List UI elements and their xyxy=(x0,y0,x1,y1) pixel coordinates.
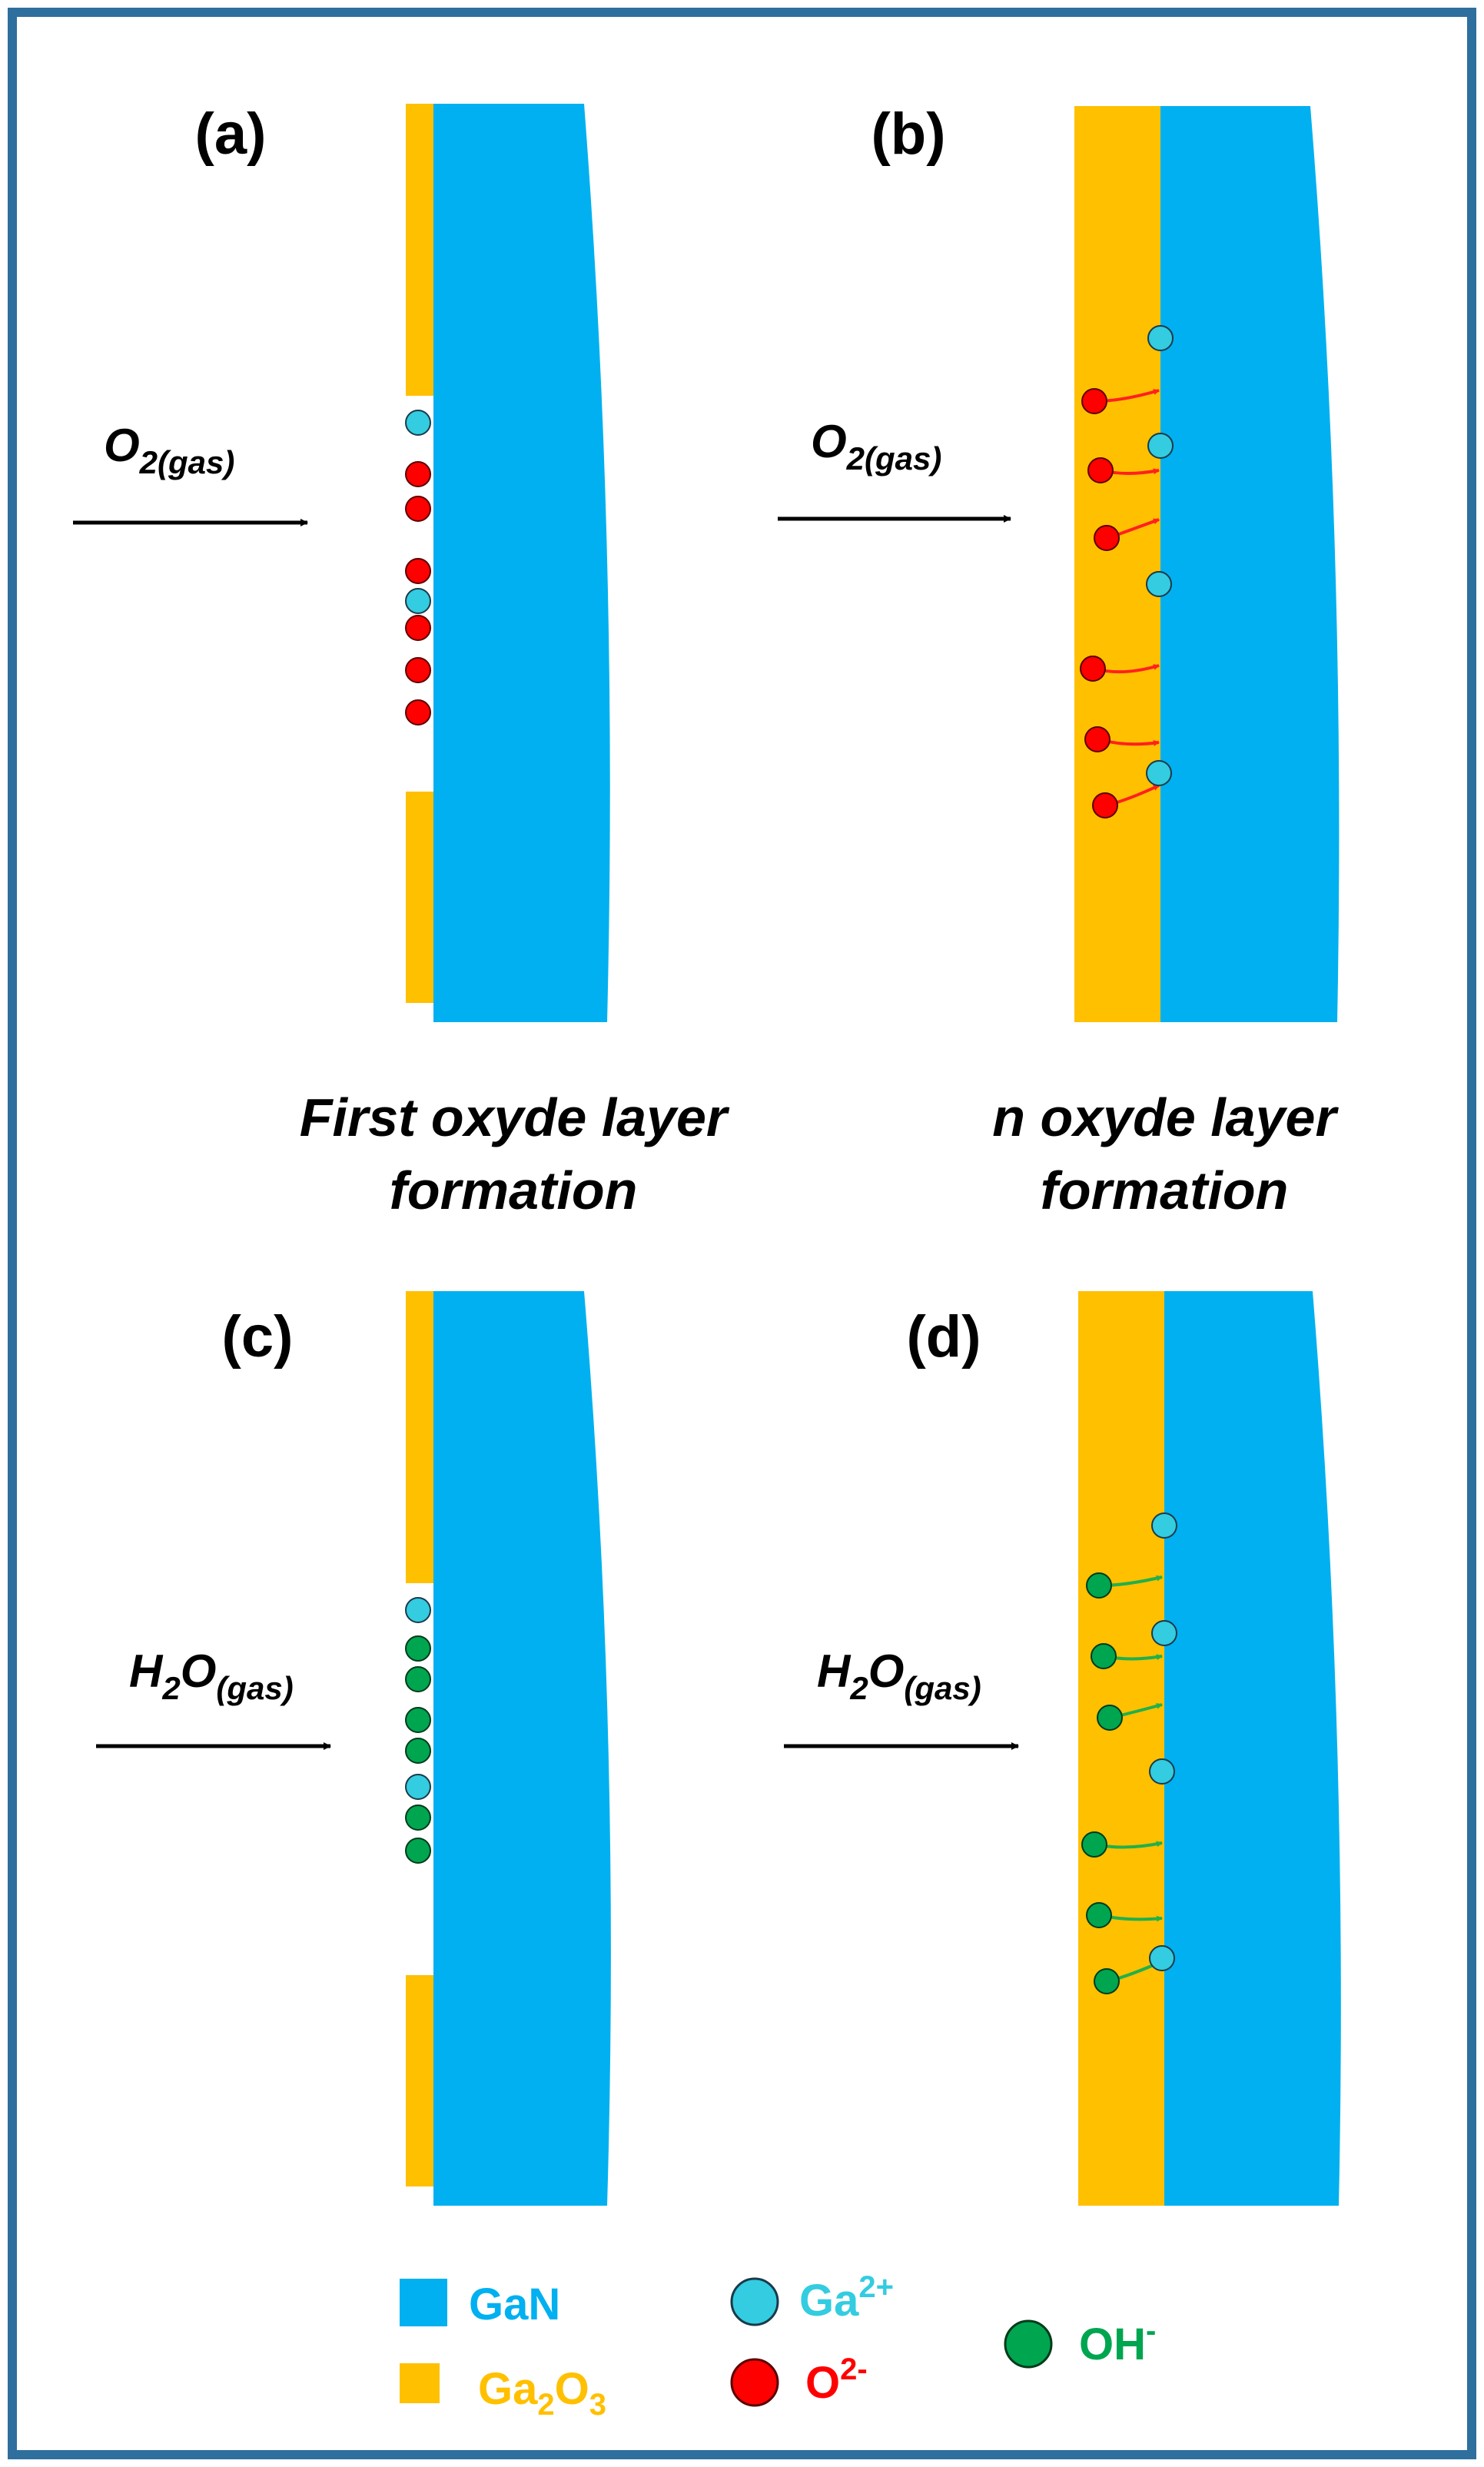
o-ion xyxy=(1087,457,1114,483)
gas-label-o2: O2(gas) xyxy=(104,420,234,480)
panel-a-label: (a) xyxy=(195,101,267,167)
ga2o3-layer-top xyxy=(406,1291,433,1583)
ga-ion xyxy=(1149,1758,1175,1785)
legend-gan-swatch xyxy=(400,2279,447,2326)
ga-ion xyxy=(1149,1945,1175,1971)
caption-a-line1: First oxyde layer xyxy=(300,1087,730,1147)
o-ion xyxy=(1084,726,1111,752)
gas-label-h2o: H2O(gas) xyxy=(129,1645,294,1706)
legend-oh-ion-label: OH- xyxy=(1079,2314,1156,2369)
gas-label-h2o: H2O(gas) xyxy=(817,1645,981,1706)
o-ion xyxy=(405,558,431,584)
gan-substrate xyxy=(433,1291,611,2206)
panel-c-label: (c) xyxy=(222,1304,294,1370)
o-ion xyxy=(405,461,431,487)
ga-ion xyxy=(405,588,431,614)
oh-ion xyxy=(405,1838,431,1864)
ga-ion xyxy=(1146,571,1172,597)
ga-ion xyxy=(1147,325,1174,351)
legend-ga2o3-label: Ga2O3 xyxy=(478,2364,606,2422)
caption-b-line2: formation xyxy=(1041,1160,1289,1220)
o-ion xyxy=(405,657,431,683)
ga-ion xyxy=(1147,433,1174,459)
legend-ga-ion-label: Ga2+ xyxy=(799,2270,894,2326)
o-ion xyxy=(405,496,431,522)
oh-ion xyxy=(1086,1902,1112,1928)
caption-a-line2: formation xyxy=(390,1160,638,1220)
caption-b-line1: n oxyde layer xyxy=(992,1087,1339,1147)
panel-d: (d) H2O(gas) xyxy=(784,1291,1341,2206)
legend: GaN Ga2O3 Ga2+ O2- OH- xyxy=(400,2270,1156,2422)
o-ion xyxy=(405,615,431,641)
ga2o3-layer-bottom xyxy=(406,792,433,1003)
panel-b-label: (b) xyxy=(871,101,945,167)
oh-ion xyxy=(405,1666,431,1692)
legend-o-ion-label: O2- xyxy=(805,2352,868,2408)
ga2o3-layer xyxy=(1078,1291,1164,2206)
panel-a: (a) O2(gas) First oxyde layer formation xyxy=(73,101,730,1220)
o-ion xyxy=(1092,792,1118,818)
legend-ga2o3-swatch xyxy=(400,2363,440,2403)
o-ion xyxy=(1081,388,1107,414)
ga2o3-layer xyxy=(1074,106,1160,1022)
legend-oh-ion-swatch xyxy=(1004,2319,1053,2369)
gan-substrate xyxy=(1160,106,1340,1022)
panel-b: (b) O2(gas) n oxyde layer formation xyxy=(778,101,1339,1220)
ga2o3-layer-bottom xyxy=(406,1975,433,2186)
ga-ion xyxy=(405,410,431,436)
legend-o-ion-swatch xyxy=(730,2358,779,2407)
o-ion xyxy=(1080,656,1106,682)
ga-ion xyxy=(1146,760,1172,786)
oh-ion xyxy=(1094,1968,1120,1994)
panel-c: (c) H2O(gas) xyxy=(96,1291,611,2206)
oh-ion xyxy=(405,1738,431,1764)
oh-ion xyxy=(1086,1572,1112,1599)
oh-ion xyxy=(1097,1705,1123,1731)
ga-ion xyxy=(1151,1620,1177,1646)
gan-substrate xyxy=(1164,1291,1341,2206)
ga-ion xyxy=(405,1774,431,1800)
gas-label-o2: O2(gas) xyxy=(811,416,941,476)
oh-ion xyxy=(405,1805,431,1831)
oh-ion xyxy=(405,1635,431,1662)
ga-ion xyxy=(405,1597,431,1623)
ga-ion xyxy=(1151,1512,1177,1539)
ga2o3-layer-top xyxy=(406,104,433,396)
legend-gan-label: GaN xyxy=(469,2279,560,2329)
oh-ion xyxy=(1081,1831,1107,1858)
o-ion xyxy=(1094,525,1120,551)
oh-ion xyxy=(1091,1643,1117,1669)
o-ion xyxy=(405,699,431,725)
panel-d-label: (d) xyxy=(906,1304,981,1370)
gan-substrate xyxy=(433,104,610,1022)
oh-ion xyxy=(405,1707,431,1733)
legend-ga-ion-swatch xyxy=(730,2277,779,2326)
